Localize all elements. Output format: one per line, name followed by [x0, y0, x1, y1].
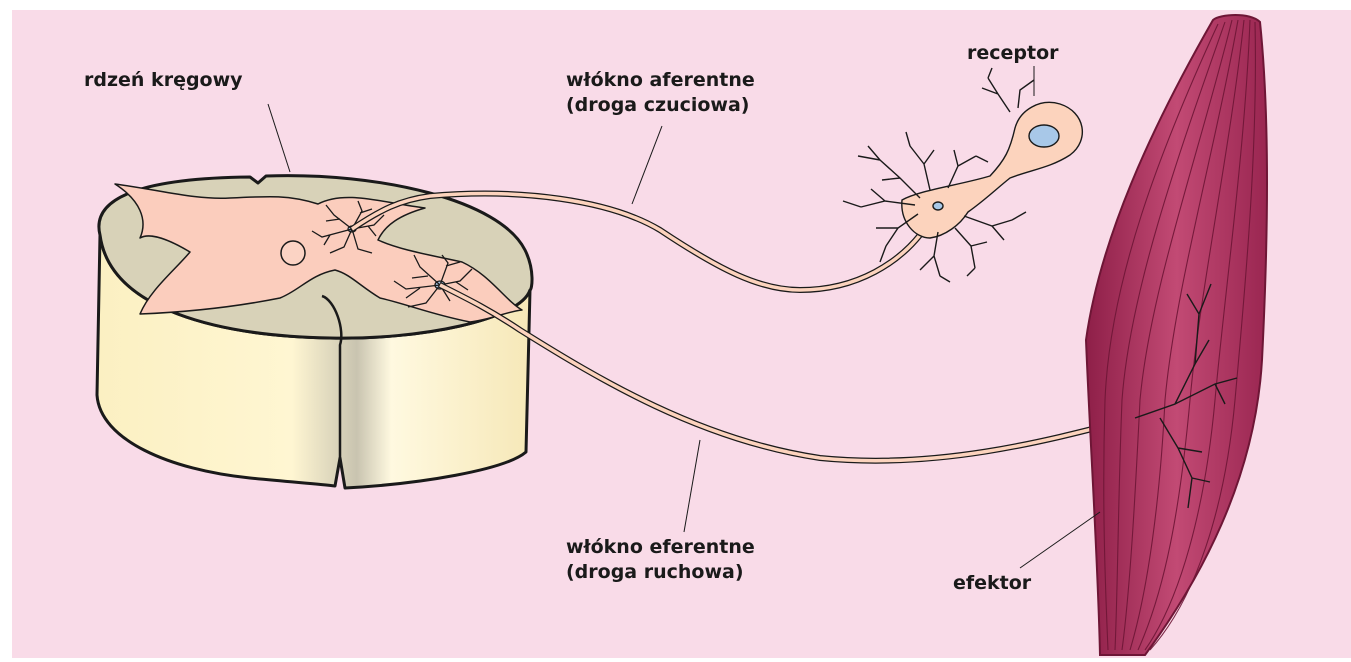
sensory-soma-nucleus	[933, 202, 943, 210]
label-effector: efektor	[953, 571, 1031, 596]
receptor-nucleus	[1029, 125, 1059, 147]
label-afferent-line2: (droga czuciowa)	[566, 93, 755, 118]
spinal-cord	[97, 176, 532, 488]
label-efferent-fiber: włókno eferentne (droga ruchowa)	[566, 535, 755, 585]
central-canal	[281, 241, 305, 265]
label-efferent-line1: włókno eferentne	[566, 535, 755, 560]
label-receptor: receptor	[967, 41, 1059, 66]
label-spinal-cord: rdzeń kręgowy	[84, 68, 243, 93]
label-afferent-line1: włókno aferentne	[566, 68, 755, 93]
label-efferent-line2: (droga ruchowa)	[566, 560, 755, 585]
label-afferent-fiber: włókno aferentne (droga czuciowa)	[566, 68, 755, 118]
